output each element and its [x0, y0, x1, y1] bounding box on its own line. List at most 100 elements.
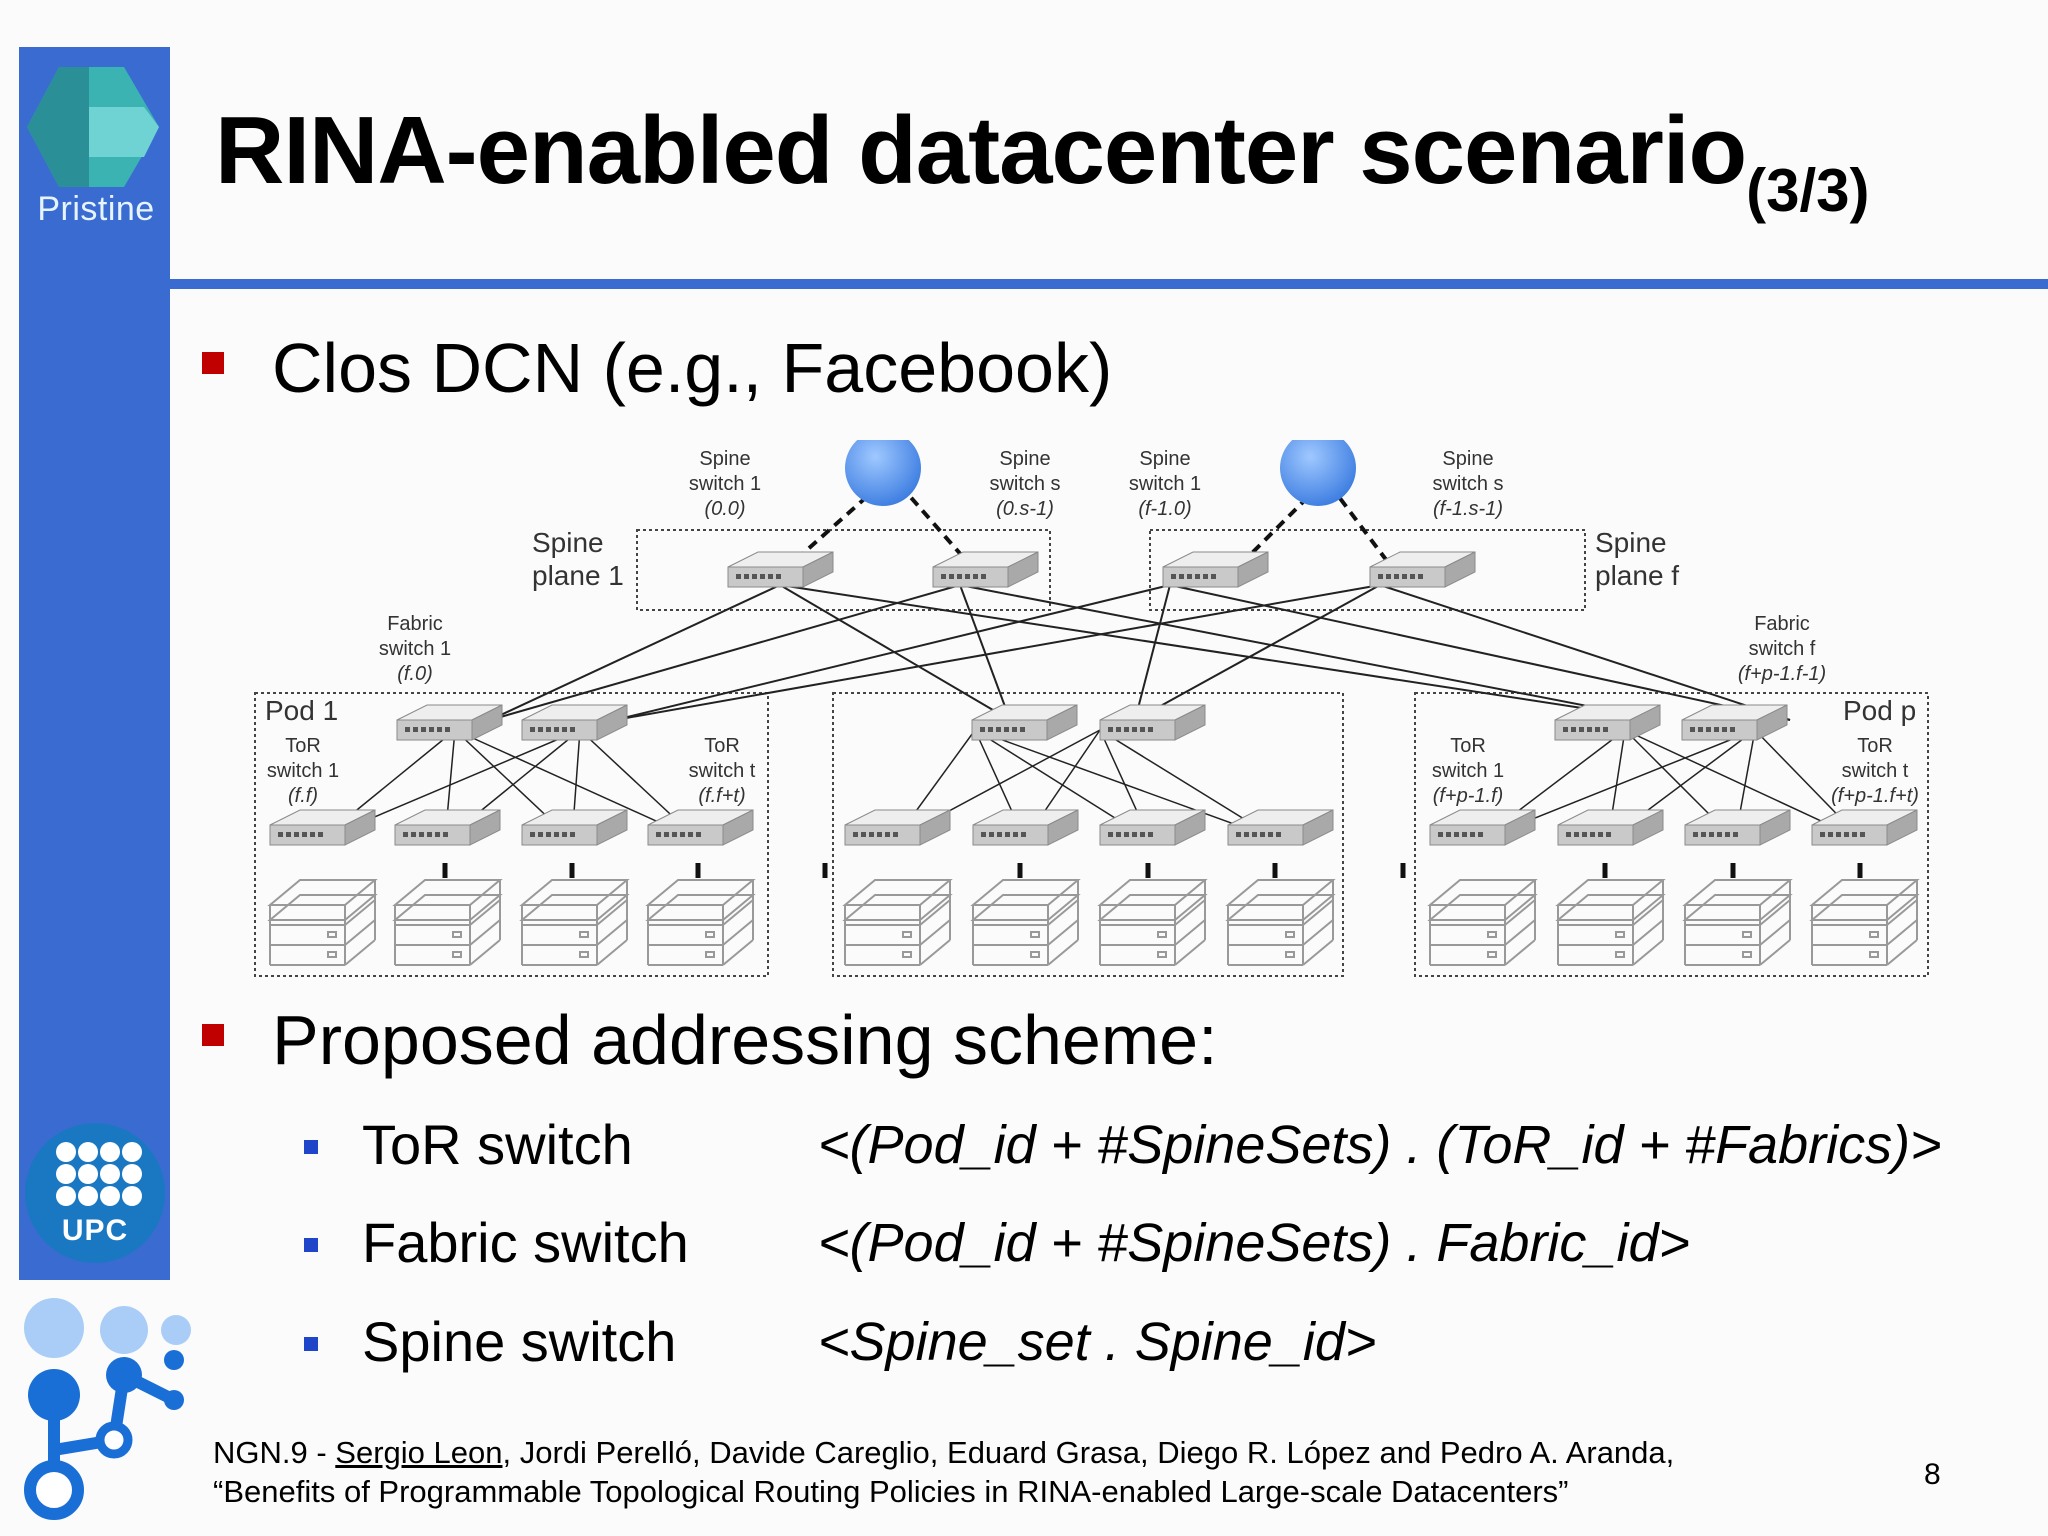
spine-switch-icon: [727, 551, 834, 588]
sub-bullet-marker: [304, 1337, 318, 1351]
tor-switch-icon: [1227, 809, 1334, 846]
spine-plane-f-box: [1149, 529, 1586, 611]
spine-label-l2: switch s: [989, 473, 1060, 495]
spine-label-l2: switch 1: [1129, 473, 1201, 495]
tor-label-l1: ToR: [1857, 735, 1893, 757]
footer-prefix: NGN.9 -: [213, 1435, 336, 1470]
pod-1-label: Pod 1: [265, 695, 338, 726]
tor-label-l1: ToR: [1450, 735, 1486, 757]
tor-label-l2: switch 1: [1432, 760, 1504, 782]
footer-citation: NGN.9 - Sergio Leon, Jordi Perelló, Davi…: [213, 1433, 1674, 1511]
server-rack-icon: [1684, 879, 1791, 966]
spine-label-l1: Spine: [1139, 448, 1190, 470]
tor-switch-icon: [647, 809, 754, 846]
spine-label-l3: (f-1.0): [1138, 498, 1191, 520]
server-rack-icon: [972, 879, 1079, 966]
fabric-f-label-l2: switch f: [1749, 638, 1816, 660]
pristine-logo-icon: [27, 67, 159, 187]
pristine-logo-text: Pristine: [37, 190, 155, 228]
internet-globe-icon: [1280, 440, 1356, 506]
server-rack-icon: [394, 879, 501, 966]
bullet-marker: [202, 1024, 224, 1046]
page-number: 8: [1924, 1458, 1941, 1491]
bullet-addressing-scheme: Proposed addressing scheme:: [272, 1001, 1218, 1079]
addressing-formula-tor: <(Pod_id + #SpineSets) . (ToR_id + #Fabr…: [818, 1115, 1942, 1175]
tor-label-l3: (f+p-1.f+t): [1831, 785, 1919, 807]
fabric-switch-icon: [1099, 704, 1206, 741]
pod-p-box: [1414, 692, 1929, 977]
spine-switch-icon: [932, 551, 1039, 588]
tor-switch-icon: [844, 809, 951, 846]
fabric-1-label-l2: switch 1: [379, 638, 451, 660]
addressing-label-tor: ToR switch: [362, 1113, 633, 1176]
footer-paper-title: “Benefits of Programmable Topological Ro…: [213, 1474, 1569, 1509]
addressing-label-spine: Spine switch: [362, 1310, 677, 1373]
server-rack-icon: [521, 879, 628, 966]
title-subscript: (3/3): [1746, 157, 1870, 224]
spine-plane-1-box: [636, 529, 1051, 611]
server-rack-icon: [269, 879, 376, 966]
tor-switch-icon: [1557, 809, 1664, 846]
upc-logo-text: UPC: [61, 1214, 129, 1247]
server-rack-icon: [1099, 879, 1206, 966]
fabric-switch-icon: [1554, 704, 1661, 741]
server-rack-icon: [1557, 879, 1664, 966]
page-title: RINA-enabled datacenter scenario(3/3): [215, 96, 1870, 225]
bullet-clos-dcn: Clos DCN (e.g., Facebook): [272, 329, 1113, 407]
tor-switch-icon: [1811, 809, 1918, 846]
pod-1-box: [254, 692, 769, 977]
tor-label-l3: (f.f): [288, 785, 318, 807]
fabric-1-label-l3: (f.0): [397, 663, 433, 685]
server-rack-icon: [1811, 879, 1918, 966]
footer-author-link[interactable]: Sergio Leon: [335, 1435, 503, 1470]
server-rack-icon: [1227, 879, 1334, 966]
tor-switch-icon: [1099, 809, 1206, 846]
spine-label-l1: Spine: [699, 448, 750, 470]
sub-bullet-marker: [304, 1140, 318, 1154]
sidebar: [19, 47, 170, 1280]
tor-switch-icon: [1684, 809, 1791, 846]
spine-label-l3: (f-1.s-1): [1433, 498, 1503, 520]
fabric-switch-icon: [1681, 704, 1788, 741]
tor-label-l3: (f+p-1.f): [1433, 785, 1504, 807]
spine-label-l2: switch 1: [689, 473, 761, 495]
tor-label-l2: switch t: [1842, 760, 1909, 782]
tor-switch-icon: [269, 809, 376, 846]
server-rack-icon: [844, 879, 951, 966]
fabric-f-label-l3: (f+p-1.f-1): [1738, 663, 1826, 685]
tor-switch-icon: [521, 809, 628, 846]
tor-label-l2: switch t: [689, 760, 756, 782]
fabric-f-label-l1: Fabric: [1754, 613, 1810, 635]
fabric-switch-icon: [521, 704, 628, 741]
bullet-marker: [202, 352, 224, 374]
spine-label-l2: switch s: [1432, 473, 1503, 495]
addressing-formula-fabric: <(Pod_id + #SpineSets) . Fabric_id>: [818, 1213, 1691, 1273]
tor-label-l3: (f.f+t): [698, 785, 745, 807]
spine-plane-f-label-l1: Spine: [1595, 527, 1667, 558]
spine-plane-1-label-l2: plane 1: [532, 560, 624, 591]
tor-switch-icon: [394, 809, 501, 846]
fabric-1-label-l1: Fabric: [387, 613, 443, 635]
spine-label-l3: (0.0): [704, 498, 745, 520]
title-main: RINA-enabled datacenter scenario: [215, 97, 1747, 204]
footer-authors-rest: , Jordi Perelló, Davide Careglio, Eduard…: [502, 1435, 1675, 1470]
tor-switch-icon: [1429, 809, 1536, 846]
fabric-switch-icon: [971, 704, 1078, 741]
upc-logo-icon: [25, 1123, 165, 1263]
tor-label-l1: ToR: [704, 735, 740, 757]
server-rack-icon: [1429, 879, 1536, 966]
footer-authors-line: NGN.9 - Sergio Leon, Jordi Perelló, Davi…: [213, 1433, 1674, 1472]
addressing-formula-spine: <Spine_set . Spine_id>: [818, 1312, 1377, 1372]
server-rack-icon: [647, 879, 754, 966]
spine-label-l1: Spine: [1442, 448, 1493, 470]
sub-bullet-marker: [304, 1238, 318, 1252]
spine-label-l3: (0.s-1): [996, 498, 1054, 520]
tor-label-l1: ToR: [285, 735, 321, 757]
addressing-label-fabric: Fabric switch: [362, 1211, 689, 1274]
spine-plane-1-label-l1: Spine: [532, 527, 604, 558]
fabric-switch-icon: [396, 704, 503, 741]
internet-globe-icon: [845, 440, 921, 506]
pod-middle-box: [832, 692, 1344, 977]
spine-label-l1: Spine: [999, 448, 1050, 470]
spine-switch-icon: [1162, 551, 1269, 588]
